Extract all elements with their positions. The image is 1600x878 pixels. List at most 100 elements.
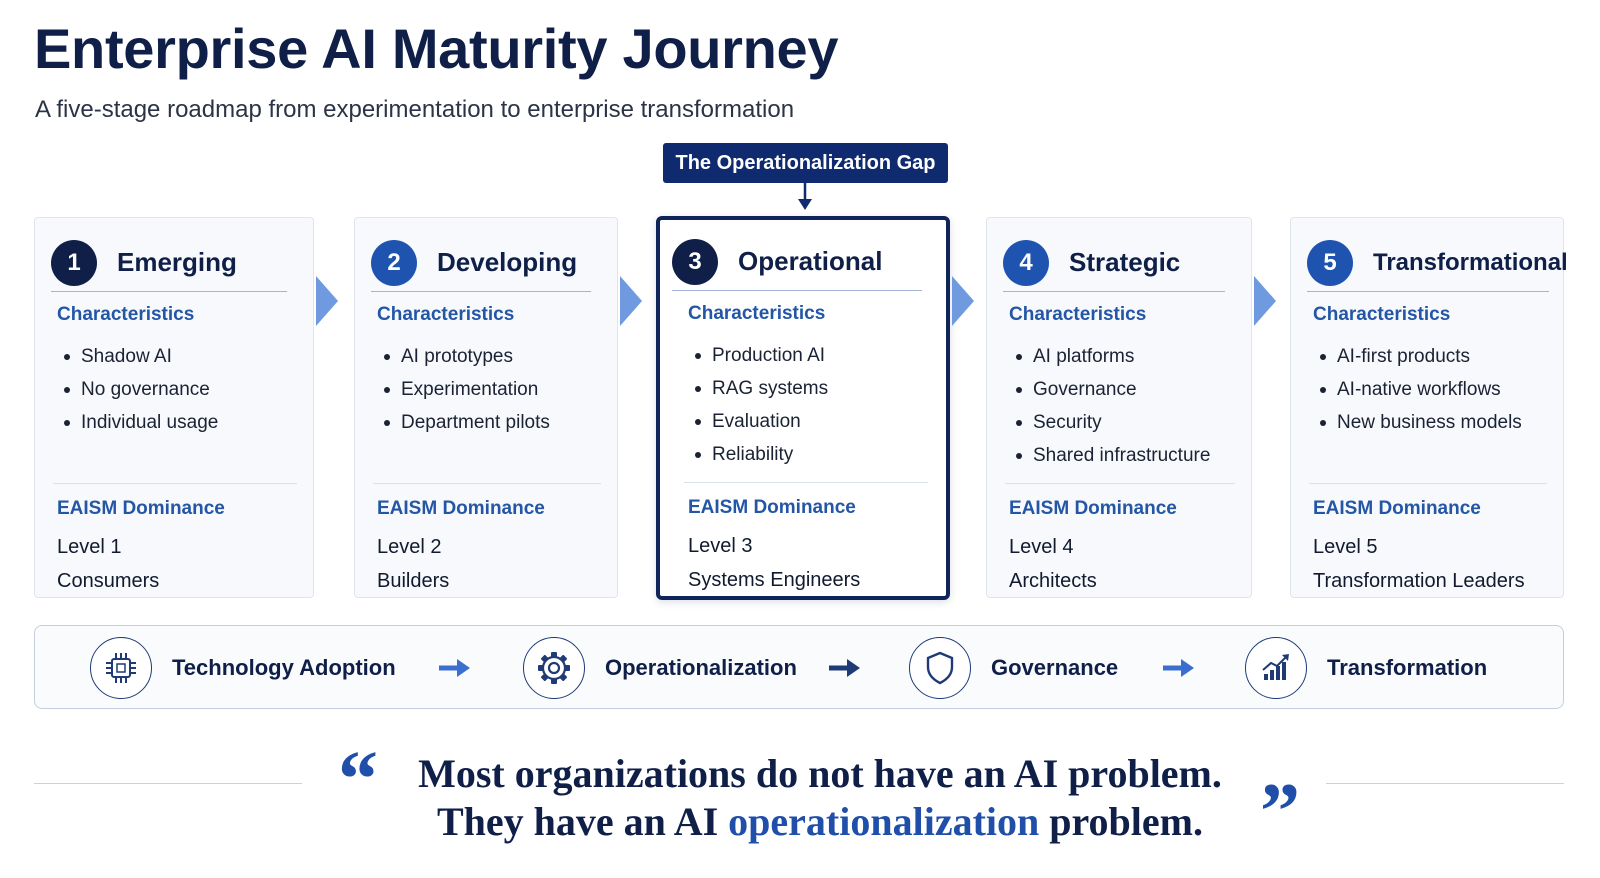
process-step-label: Governance bbox=[991, 655, 1119, 680]
stage-number-badge: 4 bbox=[1003, 239, 1049, 286]
stage-name: Emerging bbox=[117, 247, 237, 277]
stage-card-operational: 3 Operational Characteristics Production… bbox=[656, 216, 950, 600]
process-bar: Technology Adoption Oper bbox=[34, 625, 1564, 709]
list-item: RAG systems bbox=[690, 372, 828, 405]
list-item: Evaluation bbox=[690, 405, 828, 438]
arrow-right-icon bbox=[1163, 659, 1194, 677]
page-subtitle: A five-stage roadmap from experimentatio… bbox=[35, 96, 795, 123]
characteristics-label: Characteristics bbox=[688, 303, 826, 324]
list-item: No governance bbox=[59, 373, 218, 406]
chevron-right-icon bbox=[316, 276, 338, 326]
shield-icon bbox=[909, 637, 971, 699]
characteristics-label: Characteristics bbox=[1009, 304, 1147, 325]
gear-icon bbox=[523, 637, 585, 699]
stage-card-developing: 2 Developing Characteristics AI prototyp… bbox=[354, 217, 618, 598]
list-item: Production AI bbox=[690, 339, 828, 372]
list-item: Governance bbox=[1011, 373, 1210, 406]
chevron-right-icon bbox=[952, 276, 974, 326]
stage-name: Operational bbox=[738, 246, 883, 276]
level-text: Level 3 bbox=[688, 535, 753, 557]
characteristics-list: AI-first products AI-native workflows Ne… bbox=[1315, 340, 1522, 439]
list-item: Security bbox=[1011, 406, 1210, 439]
stage-card-transformational: 5 Transformational Characteristics AI-fi… bbox=[1290, 217, 1568, 598]
dominance-label: EAISM Dominance bbox=[1009, 498, 1177, 519]
page-title: Enterprise AI Maturity Journey bbox=[34, 17, 839, 80]
stage-number-badge: 3 bbox=[672, 238, 718, 285]
stage-number-badge: 1 bbox=[51, 239, 97, 286]
divider bbox=[34, 783, 302, 784]
stage-name: Transformational bbox=[1373, 248, 1568, 276]
divider bbox=[1326, 783, 1564, 784]
list-item: Individual usage bbox=[59, 406, 218, 439]
stage-name: Strategic bbox=[1069, 247, 1181, 277]
stage-number-badge: 2 bbox=[371, 239, 417, 286]
process-step-label: Transformation bbox=[1327, 655, 1488, 680]
stage-header: 5 Transformational bbox=[1307, 234, 1568, 292]
list-item: AI platforms bbox=[1011, 340, 1210, 373]
role-text: Builders bbox=[377, 570, 450, 592]
stage-card-strategic: 4 Strategic Characteristics AI platforms… bbox=[986, 217, 1252, 598]
dominance-level: Level 1 Consumers bbox=[57, 530, 159, 598]
list-item: New business models bbox=[1315, 406, 1522, 439]
quote-text: Most organizations do not have an AI pro… bbox=[360, 750, 1280, 846]
chip-icon bbox=[90, 637, 152, 699]
quote-highlight: operationalization bbox=[728, 799, 1040, 844]
divider bbox=[684, 482, 928, 483]
characteristics-label: Characteristics bbox=[57, 304, 195, 325]
divider bbox=[373, 483, 601, 484]
dominance-level: Level 5 Transformation Leaders bbox=[1313, 530, 1525, 598]
process-step-label: Operationalization bbox=[605, 655, 797, 680]
quote-suffix: problem. bbox=[1049, 799, 1203, 844]
stage-header: 3 Operational bbox=[672, 233, 922, 291]
characteristics-list: AI prototypes Experimentation Department… bbox=[379, 340, 550, 439]
divider bbox=[1005, 483, 1235, 484]
list-item: AI prototypes bbox=[379, 340, 550, 373]
list-item: AI-first products bbox=[1315, 340, 1522, 373]
role-text: Transformation Leaders bbox=[1313, 570, 1525, 592]
role-text: Consumers bbox=[57, 570, 160, 592]
level-text: Level 4 bbox=[1009, 536, 1074, 558]
quote-prefix: They have an AI bbox=[437, 799, 719, 844]
stage-card-emerging: 1 Emerging Characteristics Shadow AI No … bbox=[34, 217, 314, 598]
quote-line-2: They have an AI operationalization probl… bbox=[360, 798, 1280, 846]
list-item: Shared infrastructure bbox=[1011, 439, 1210, 472]
growth-chart-icon bbox=[1245, 637, 1307, 699]
divider bbox=[1309, 483, 1547, 484]
arrow-right-icon bbox=[829, 659, 860, 677]
role-text: Architects bbox=[1009, 570, 1097, 592]
dominance-level: Level 3 Systems Engineers bbox=[688, 529, 860, 597]
characteristics-label: Characteristics bbox=[377, 304, 515, 325]
chevron-right-icon bbox=[620, 276, 642, 326]
close-quote-icon: ” bbox=[1260, 768, 1300, 856]
dominance-label: EAISM Dominance bbox=[57, 498, 225, 519]
list-item: Experimentation bbox=[379, 373, 550, 406]
stage-header: 4 Strategic bbox=[1003, 234, 1225, 292]
list-item: Shadow AI bbox=[59, 340, 218, 373]
characteristics-list: Shadow AI No governance Individual usage bbox=[59, 340, 218, 439]
operationalization-gap-badge: The Operationalization Gap bbox=[663, 143, 948, 183]
down-arrow-icon bbox=[798, 183, 812, 210]
level-text: Level 2 bbox=[377, 536, 442, 558]
characteristics-list: Production AI RAG systems Evaluation Rel… bbox=[690, 339, 828, 471]
dominance-label: EAISM Dominance bbox=[688, 497, 856, 518]
quote-line-1: Most organizations do not have an AI pro… bbox=[418, 751, 1222, 796]
stage-name: Developing bbox=[437, 247, 578, 277]
list-item: AI-native workflows bbox=[1315, 373, 1522, 406]
arrow-right-icon bbox=[439, 659, 470, 677]
process-step-transformation: Transformation bbox=[1245, 636, 1487, 700]
stage-number-badge: 5 bbox=[1307, 239, 1353, 286]
chevron-right-icon bbox=[1254, 276, 1276, 326]
role-text: Systems Engineers bbox=[688, 569, 861, 591]
list-item: Department pilots bbox=[379, 406, 550, 439]
list-item: Reliability bbox=[690, 438, 828, 471]
level-text: Level 5 bbox=[1313, 536, 1378, 558]
dominance-level: Level 4 Architects bbox=[1009, 530, 1097, 598]
process-step-operationalization: Operationalization bbox=[523, 636, 797, 700]
stage-header: 1 Emerging bbox=[51, 234, 287, 292]
open-quote-icon: “ bbox=[338, 736, 378, 824]
characteristics-label: Characteristics bbox=[1313, 304, 1451, 325]
dominance-label: EAISM Dominance bbox=[377, 498, 545, 519]
dominance-level: Level 2 Builders bbox=[377, 530, 449, 598]
divider bbox=[53, 483, 297, 484]
process-step-governance: Governance bbox=[909, 636, 1118, 700]
